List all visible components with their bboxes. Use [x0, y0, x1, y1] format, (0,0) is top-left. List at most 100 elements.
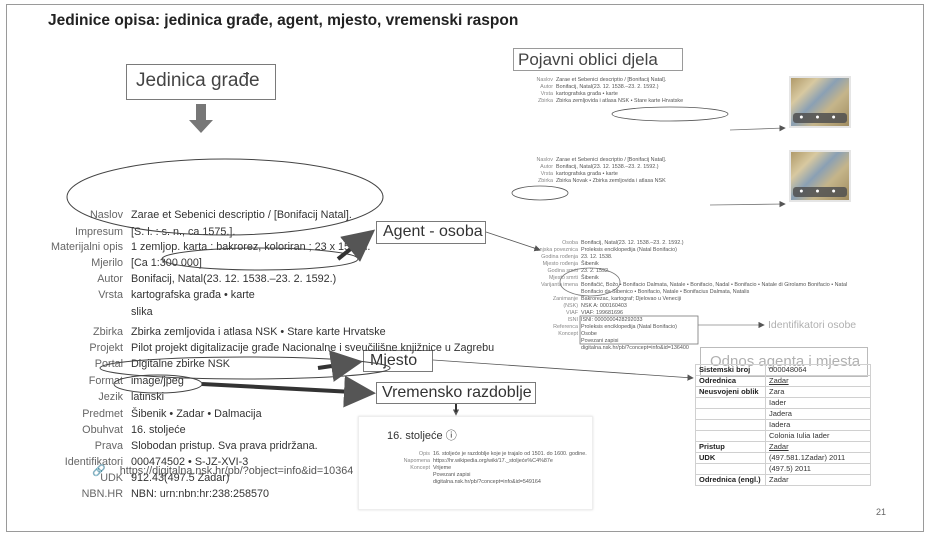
mini-value[interactable]: Proleksis enciklopedija (Natal Bonifacio… — [581, 324, 677, 330]
period-value[interactable]: Povezani zapisi — [433, 472, 471, 478]
mini-value[interactable]: ISNI: 0000000428292033 — [581, 317, 643, 323]
mini-value[interactable]: Bonifacij, Natal(23. 12. 1538.–23. 2. 15… — [581, 240, 684, 246]
mini-label: Godina rođenja — [541, 254, 578, 260]
record-value[interactable]: [S. l. : s. n., ca 1575.]. — [131, 226, 236, 238]
record-value[interactable]: 912.43(497.5 Zadar) — [131, 472, 230, 484]
record-value[interactable]: Pilot projekt digitalizacije građe Nacio… — [131, 342, 495, 354]
record-value[interactable]: 1 zemljop. karta : bakrorez, koloriran ;… — [131, 241, 371, 253]
record-value[interactable]: 000474502 • S-JZ-XVI-3 — [131, 456, 249, 468]
record-label: Autor — [97, 273, 123, 285]
authority-key — [695, 430, 766, 442]
authority-key: Odrednica — [695, 375, 766, 387]
map-toolbar-icons: ● ● ● — [793, 187, 847, 197]
record-value[interactable]: Zarae et Sebenici descriptio / [Bonifaci… — [131, 209, 352, 221]
mini-label: Naslov — [536, 157, 553, 163]
mini-value[interactable]: Osobe — [581, 331, 597, 337]
authority-value: Iader — [765, 397, 871, 409]
record-label: UDK — [100, 472, 123, 484]
record-label: Materijalni opis — [50, 241, 123, 253]
record-label: Projekt — [89, 342, 123, 354]
period-card: 16. stoljeće ⓘ — [358, 416, 593, 510]
mini-value[interactable]: Bonifacij, Natal(23. 12. 1538.–23. 2. 15… — [556, 84, 659, 90]
record-value[interactable]: Šibenik • Zadar • Dalmacija — [131, 408, 262, 420]
authority-row: Iader — [695, 397, 871, 409]
mini-value[interactable]: Zbirka Novak • Zbirka zemljovida i atlas… — [556, 178, 666, 184]
record-link-row[interactable]: 🔗 https://digitalna.nsk.hr/pb/?object=inf… — [92, 464, 353, 477]
info-icon: ⓘ — [445, 430, 457, 442]
authority-value: (497.5) 2011 — [765, 463, 871, 475]
record-value[interactable]: 16. stoljeće — [131, 424, 186, 436]
mini-row: digitalna.nsk.hr/pb/?concept=info&id=136… — [526, 345, 847, 352]
mini-value[interactable]: Bakrorezac, kartograf; Djelovao u Veneci… — [581, 296, 682, 302]
authority-key: Sistemski broj — [695, 364, 766, 376]
record-value[interactable]: latinski — [131, 391, 165, 403]
period-value[interactable]: 16. stoljeće je razdoblje koje je trajal… — [433, 451, 587, 457]
record-value[interactable]: image/jpeg — [131, 375, 184, 387]
map-thumbnail-2[interactable]: ● ● ● — [789, 150, 851, 202]
record-value[interactable]: [Ca 1:300 000] — [131, 257, 202, 269]
authority-value[interactable]: Zadar — [765, 441, 871, 453]
mini-value[interactable]: Šibenik — [581, 261, 599, 267]
record-label: Predmet — [82, 408, 123, 420]
mini-value[interactable]: VIAF: 199681696 — [581, 310, 623, 316]
period-value[interactable]: digitalna.nsk.hr/pb/?concept=info&id=549… — [433, 479, 541, 485]
authority-value: (497.581.1Zadar) 2011 — [765, 452, 871, 464]
record-label: Obuhvat — [82, 424, 123, 436]
mini-label: Osoba — [562, 240, 578, 246]
record-value[interactable]: kartografska građa • karte — [131, 289, 255, 301]
mini-value[interactable]: Šibenik — [581, 275, 599, 281]
mini-value[interactable]: Proleksis enciklopedija (Natal Bonifacio… — [581, 247, 677, 253]
mini-value[interactable]: Bonifacio da Sibenico • Bonifacio, Natal… — [581, 289, 750, 295]
record-value[interactable]: slika — [131, 306, 153, 318]
mini-value[interactable]: kartografska građa • karte — [556, 171, 618, 177]
record-value[interactable]: Digitalne zbirke NSK — [131, 358, 231, 370]
mini-value[interactable]: kartografska građa • karte — [556, 91, 618, 97]
mini-value[interactable]: Zarae et Sebenici descriptio / [Bonifaci… — [556, 77, 667, 83]
mini-value[interactable]: Povezani zapisi — [581, 338, 619, 344]
mini-value[interactable]: 23. 2. 1592. — [581, 268, 610, 274]
mini-value[interactable]: Zarae et Sebenici descriptio / [Bonifaci… — [556, 157, 667, 163]
mini-row: (NSK)NSK A: 000160403 — [526, 303, 847, 310]
callout-agent-osoba: Agent - osoba — [376, 221, 486, 244]
mini-value[interactable]: Bonifacij, Natal(23. 12. 1538.–23. 2. 15… — [556, 164, 659, 170]
authority-value: Colonia Iulia Iader — [765, 430, 871, 442]
period-label: Napomena — [403, 458, 430, 464]
period-value[interactable]: https://hr.wikipedia.org/wiki/17._stolje… — [433, 458, 553, 464]
record-value[interactable]: Slobodan pristup. Sva prava pridržana. — [131, 440, 318, 452]
map-thumbnail-1[interactable]: ● ● ● — [789, 76, 851, 128]
link-icon: 🔗 — [92, 465, 106, 477]
record-link[interactable]: https://digitalna.nsk.hr/pb/?object=info… — [119, 465, 354, 477]
mini-label: VIAF — [566, 310, 578, 316]
mini-label: Zbirka — [538, 178, 553, 184]
mini-label: Autor — [540, 84, 553, 90]
mini-value[interactable]: Bonifačić, Božo • Bonifacio Dalmata, Nat… — [581, 282, 848, 288]
slide-frame — [6, 4, 924, 532]
mini-value[interactable]: Zbirka zemljovida i atlasa NSK • Stare k… — [556, 98, 684, 104]
mini-value[interactable]: digitalna.nsk.hr/pb/?concept=info&id=136… — [581, 345, 689, 351]
mini-value[interactable]: NSK A: 000160403 — [581, 303, 627, 309]
record-value[interactable]: Zbirka zemljovida i atlasa NSK • Stare k… — [131, 326, 386, 338]
map-toolbar-icons: ● ● ● — [793, 113, 847, 123]
record-value[interactable]: Bonifacij, Natal(23. 12. 1538.–23. 2. 15… — [131, 273, 337, 285]
period-title: 16. stoljeće ⓘ — [387, 427, 457, 443]
record-value[interactable]: NBN: urn:nbn:hr:238:258570 — [131, 488, 270, 500]
record-label: Portal — [94, 358, 123, 370]
mini-label: Zanimanje — [552, 296, 578, 302]
mini-value[interactable]: 23. 12. 1538. — [581, 254, 613, 260]
authority-value[interactable]: Zadar — [765, 375, 871, 387]
period-value[interactable]: Vrijeme — [433, 465, 452, 471]
